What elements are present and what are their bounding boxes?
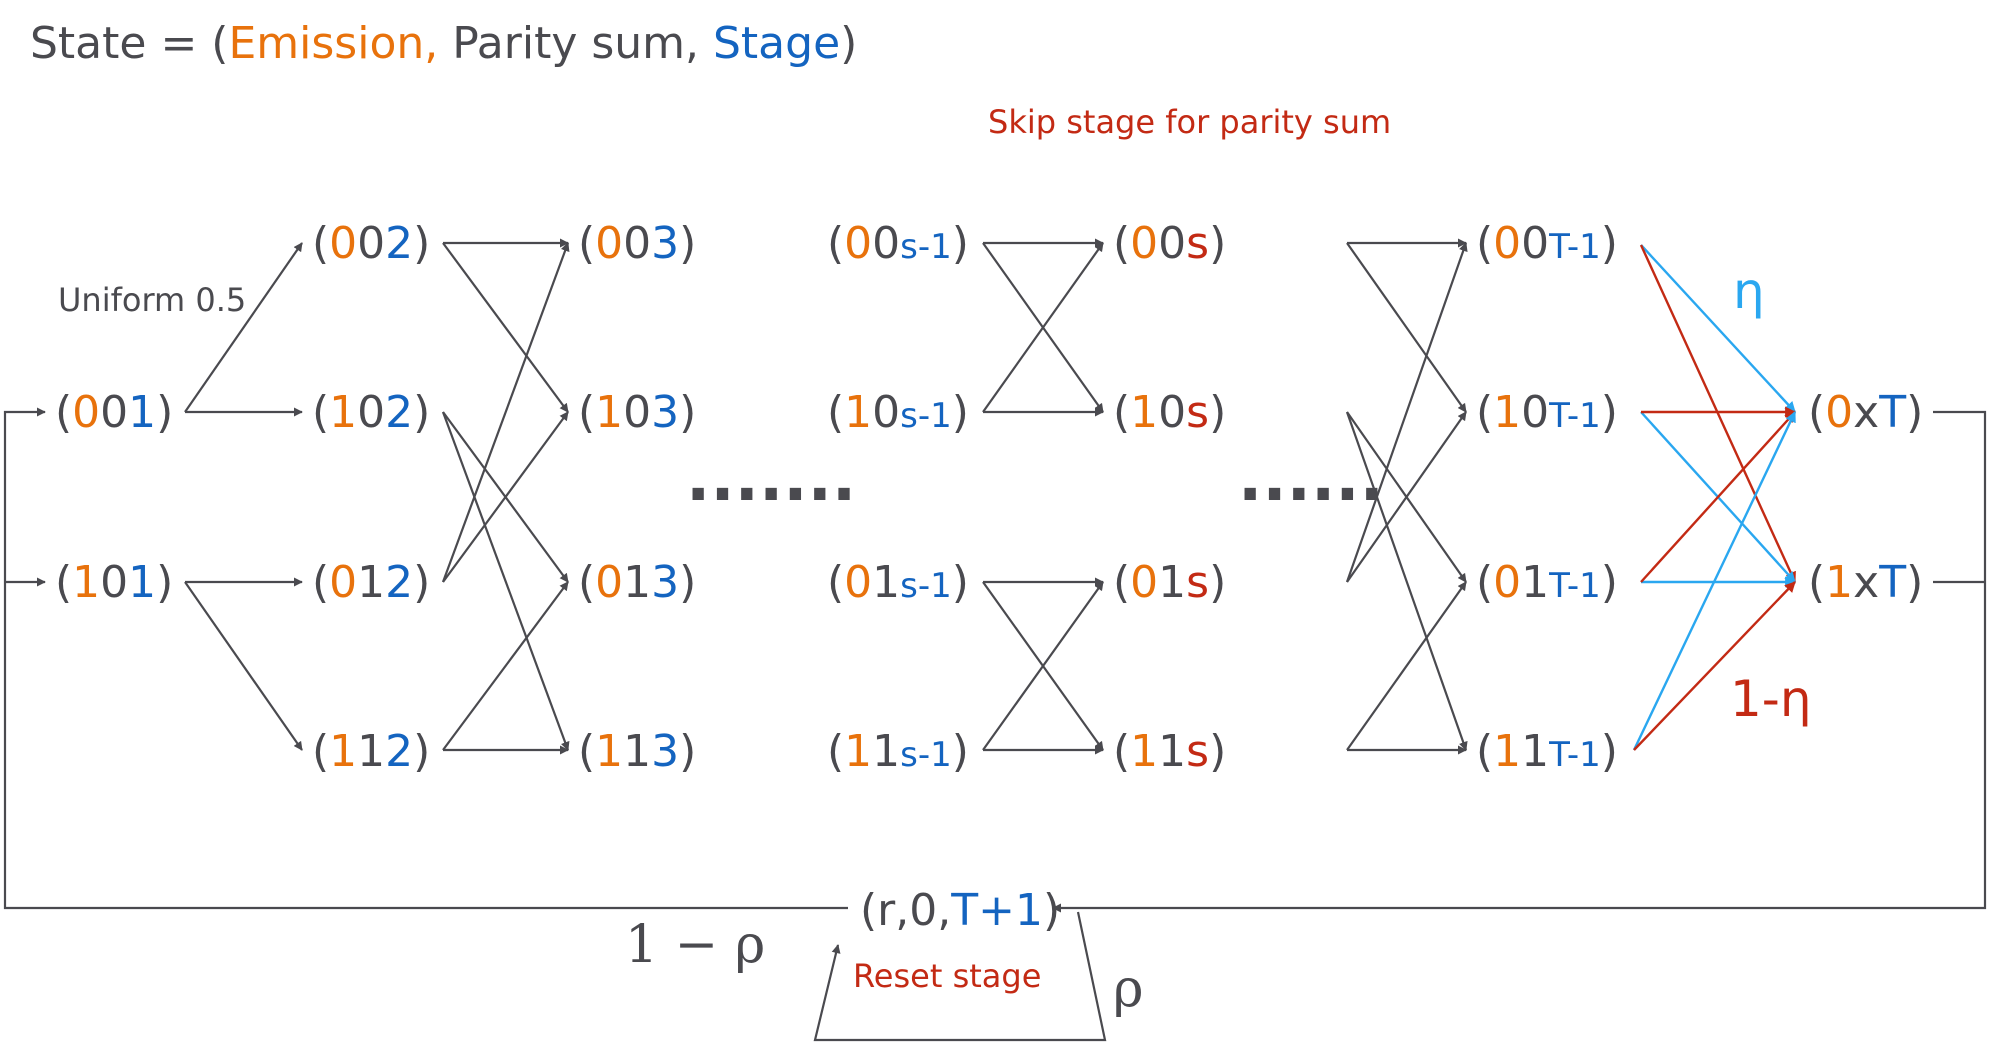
- edge-reset-self-loop: [813, 911, 1107, 1042]
- state-node-0xT: (0xT): [1808, 387, 1923, 438]
- state-node-00s-1: (00s-1): [827, 218, 969, 269]
- edge-11T1-1xT-1meta: [1633, 581, 1796, 751]
- state-node-102: (102): [312, 387, 430, 438]
- edge-001-002: [184, 242, 303, 413]
- ellipsis-right: ......: [1238, 442, 1384, 516]
- state-node-002: (002): [312, 218, 430, 269]
- edge-112-013: [442, 581, 569, 751]
- state-node-112: (112): [312, 726, 430, 777]
- state-node-reset: (r,0,T+1): [860, 885, 1060, 936]
- rho-label: ρ: [1113, 959, 1144, 1019]
- edge-012-103: [442, 411, 569, 583]
- state-node-101: (101): [55, 557, 173, 608]
- edge-002-103: [442, 242, 569, 413]
- edge-in-11T1-a: [1345, 411, 1468, 751]
- edge-in-10T1-b: [1346, 411, 1467, 583]
- edge-in-00T1-b: [1345, 242, 1468, 583]
- reset-stage-label: Reset stage: [853, 957, 1041, 995]
- edge-0xT-reset: [1052, 410, 1987, 913]
- state-node-012: (012): [312, 557, 430, 608]
- uniform-label: Uniform 0.5: [58, 281, 246, 319]
- edge-in-01T1-b: [1346, 581, 1467, 751]
- edge-101-112: [184, 581, 303, 751]
- eta-label: η: [1733, 262, 1765, 320]
- header-parity: Parity sum,: [438, 18, 700, 69]
- state-node-1xT: (1xT): [1808, 557, 1923, 608]
- state-node-013: (013): [578, 557, 696, 608]
- edge-10s1-00s: [982, 242, 1104, 413]
- edge-11T1-0xT-eta: [1632, 411, 1797, 751]
- one-minus-eta-label: 1-η: [1730, 670, 1812, 728]
- edge-reset-001: [3, 407, 848, 910]
- header-prefix: State = (: [30, 18, 229, 69]
- edge-11s1-01s: [982, 581, 1104, 751]
- state-node-01T-1: (01T-1): [1476, 557, 1618, 608]
- header-stage: Stage: [699, 18, 841, 69]
- state-node-11T-1: (11T-1): [1476, 726, 1618, 777]
- state-node-00s: (00s): [1113, 218, 1226, 269]
- state-nodes: (001) (101) (002) (102) (012) (112) (003) (103)…: [55, 218, 1923, 936]
- state-node-113: (113): [578, 726, 696, 777]
- state-node-00T-1: (00T-1): [1476, 218, 1618, 269]
- header-suffix: ): [840, 18, 858, 69]
- transition-arrows: [3, 238, 1987, 1042]
- one-minus-rho-label: 1 − ρ: [625, 915, 765, 975]
- edge-01T1-0xT-1meta: [1640, 411, 1796, 583]
- state-node-001: (001): [55, 387, 173, 438]
- state-node-11s-1: (11s-1): [827, 726, 969, 777]
- state-node-10T-1: (10T-1): [1476, 387, 1618, 438]
- state-node-01s-1: (01s-1): [827, 557, 969, 608]
- skip-stage-label: Skip stage for parity sum: [988, 103, 1391, 141]
- edge-00T1-0xT-eta: [1640, 244, 1796, 413]
- header-emission: Emission,: [228, 18, 439, 69]
- state-node-11s: (11s): [1113, 726, 1226, 777]
- state-node-10s: (10s): [1113, 387, 1226, 438]
- ellipsis-middle: .......: [686, 442, 856, 516]
- state-legend-header: State = (Emission, Parity sum, Stage): [30, 18, 857, 69]
- state-node-10s-1: (10s-1): [827, 387, 969, 438]
- state-node-01s: (01s): [1113, 557, 1226, 608]
- edge-00T1-1xT-1meta: [1639, 244, 1797, 584]
- state-node-103: (103): [578, 387, 696, 438]
- edge-012-003: [441, 242, 570, 583]
- state-node-003: (003): [578, 218, 696, 269]
- edge-102-113: [441, 411, 570, 751]
- edge-in-10T1-a: [1346, 242, 1467, 413]
